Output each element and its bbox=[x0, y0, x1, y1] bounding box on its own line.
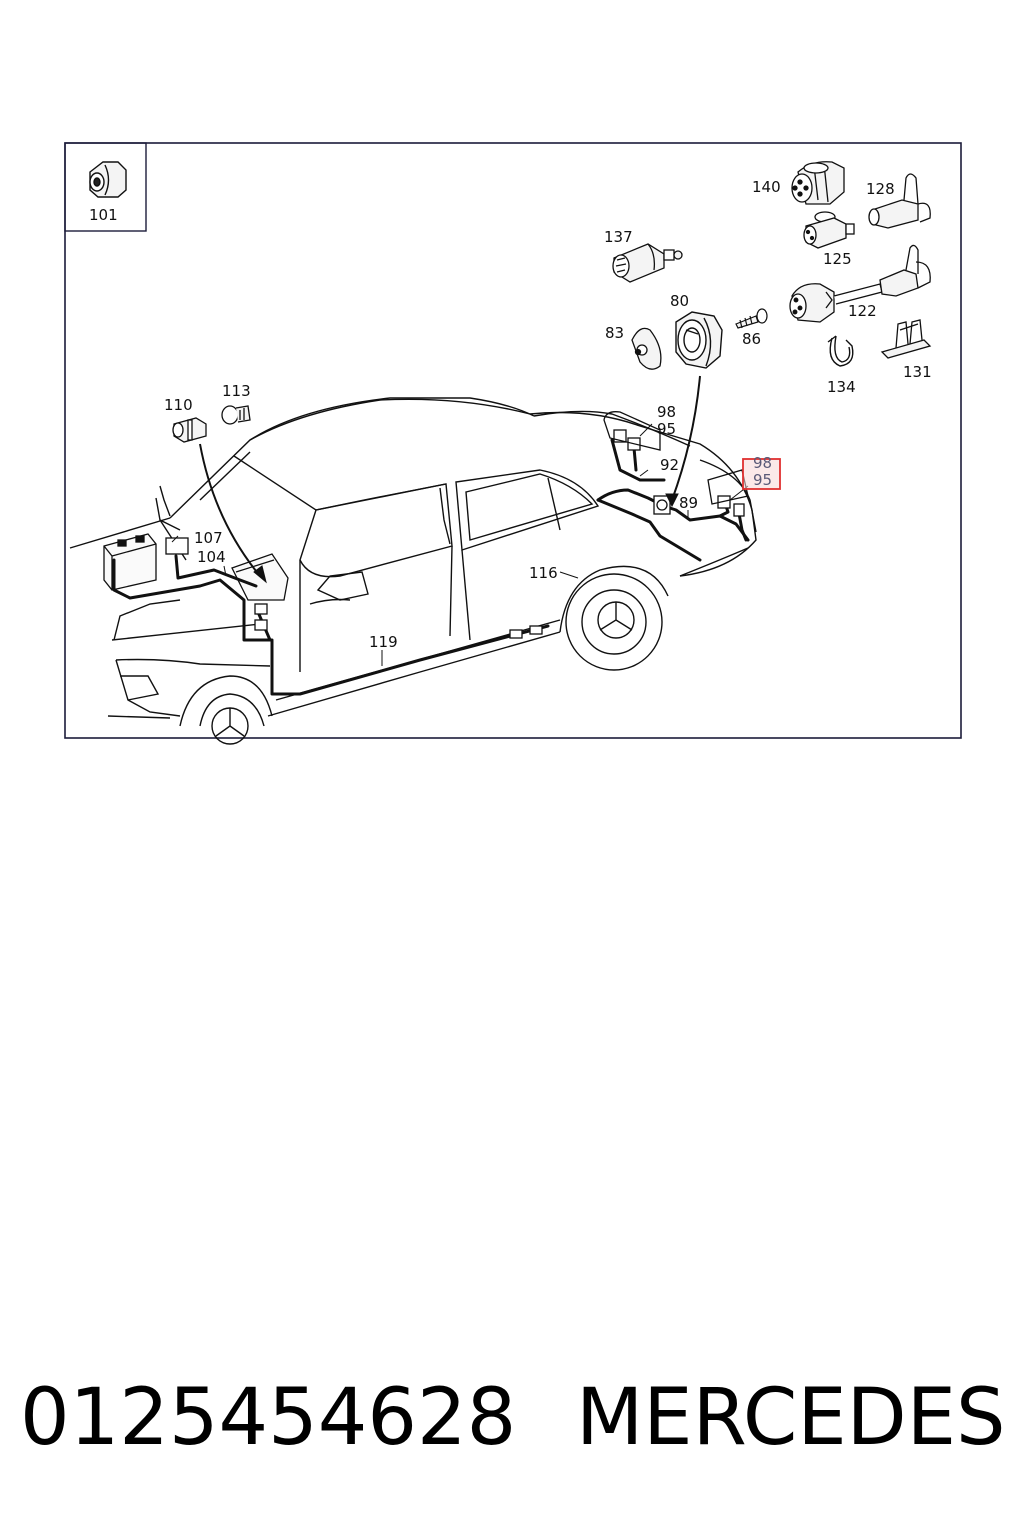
tail-light-outlines bbox=[603, 411, 749, 505]
callout-128: 128 bbox=[866, 180, 895, 198]
callout-92: 92 bbox=[660, 456, 679, 474]
connector-part-122 bbox=[789, 244, 931, 323]
part-number: 0125454628 bbox=[20, 1373, 517, 1463]
callout-122: 122 bbox=[848, 302, 877, 320]
callout-140: 140 bbox=[752, 178, 781, 196]
callout-107: 107 bbox=[194, 529, 223, 547]
callout-101: 101 bbox=[89, 206, 118, 224]
clamp-part-134 bbox=[827, 335, 854, 367]
callout-95-highlighted: 95 bbox=[753, 471, 772, 489]
callout-95-upper: 95 bbox=[657, 420, 676, 438]
callout-131: 131 bbox=[903, 363, 932, 381]
battery bbox=[103, 533, 157, 591]
parts-diagram: 101 140 128 137 125 80 83 86 122 134 131… bbox=[64, 142, 962, 745]
callout-86: 86 bbox=[742, 330, 761, 348]
callout-125: 125 bbox=[823, 250, 852, 268]
plate-part-83 bbox=[631, 327, 662, 370]
brand-name: MERCEDES bbox=[576, 1373, 1006, 1463]
callout-110: 110 bbox=[164, 396, 193, 414]
clip-part-131 bbox=[880, 319, 932, 359]
callout-98-upper: 98 bbox=[657, 403, 676, 421]
diagram-frame bbox=[64, 142, 962, 739]
callout-134: 134 bbox=[827, 378, 856, 396]
connector-part-125 bbox=[803, 211, 855, 249]
callout-137: 137 bbox=[604, 228, 633, 246]
highlight-box[interactable] bbox=[742, 458, 781, 490]
callout-113: 113 bbox=[222, 382, 251, 400]
callout-119: 119 bbox=[369, 633, 398, 651]
leader-lines bbox=[171, 423, 749, 666]
callout-80: 80 bbox=[670, 292, 689, 310]
arrow-heads bbox=[253, 493, 679, 584]
callout-104: 104 bbox=[197, 548, 226, 566]
assembly-arrows bbox=[199, 375, 701, 577]
screw-part-86 bbox=[735, 308, 768, 329]
socket-part-137 bbox=[612, 243, 683, 283]
footer: 0125454628 MERCEDES bbox=[0, 1368, 1024, 1468]
callout-89: 89 bbox=[679, 494, 698, 512]
plug-part-128 bbox=[868, 173, 931, 229]
callout-116: 116 bbox=[529, 564, 558, 582]
grommet-part-101 bbox=[89, 161, 127, 198]
bulb-part-113 bbox=[221, 405, 251, 425]
inset-box bbox=[64, 142, 147, 232]
connector-part-140 bbox=[791, 161, 845, 205]
callout-98-highlighted: 98 bbox=[753, 454, 772, 472]
wiring-harness bbox=[112, 438, 750, 696]
bulb-holder-part-110 bbox=[172, 417, 207, 443]
harness-connectors bbox=[165, 429, 745, 639]
car-body bbox=[69, 397, 757, 745]
grommet-part-80 bbox=[675, 311, 723, 369]
callout-83: 83 bbox=[605, 324, 624, 342]
